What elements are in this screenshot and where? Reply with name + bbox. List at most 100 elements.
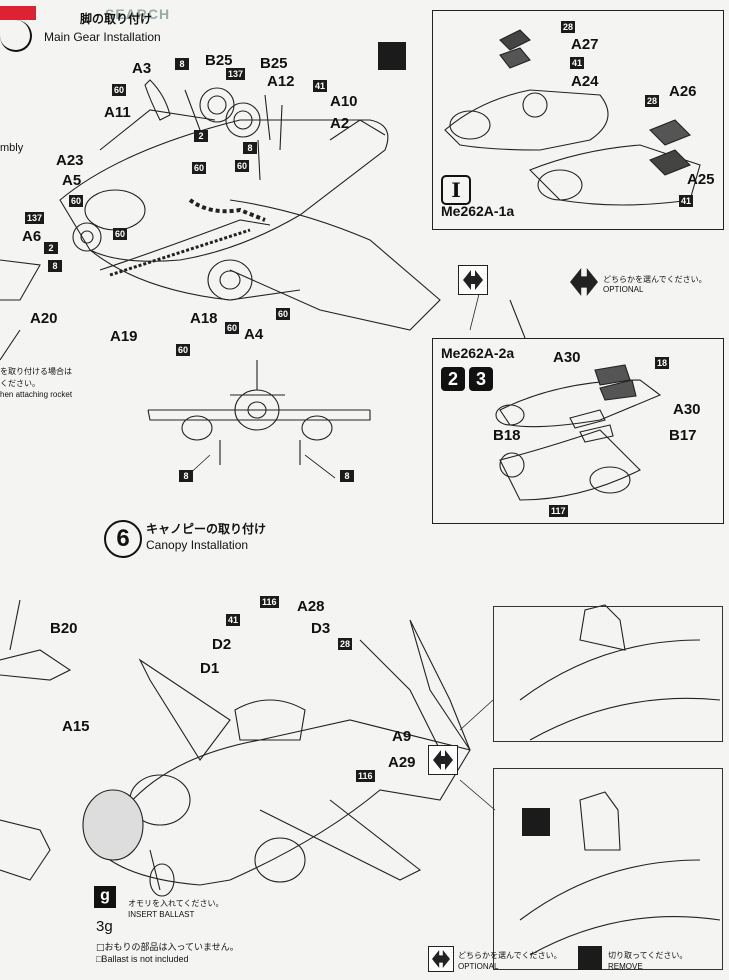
part-num-tag: 116	[260, 596, 279, 608]
part-num-tag: 137	[226, 68, 246, 80]
part-label-a29: A29	[388, 754, 416, 771]
variant-panel-a1a: 28 A27 41 A24 A26 28 A25 41 Ⅰ Me262A-1a	[432, 10, 724, 230]
canopy-detail-closed	[493, 768, 723, 970]
step6-title-en: Canopy Installation	[146, 538, 249, 552]
assembly-fragment: mbly	[0, 142, 24, 154]
part-label-b25-left: B25	[205, 52, 233, 69]
part-label-b20: B20	[50, 620, 78, 637]
ballast-jp: オモリを入れてください。	[128, 899, 224, 908]
part-label-a6: A6	[22, 228, 42, 245]
part-label-a10: A10	[330, 93, 358, 110]
rocket-note-line2: ください。	[0, 379, 40, 388]
part-label-a28: A28	[297, 598, 325, 615]
part-num-tag: 117	[549, 505, 568, 517]
optional-select-icon	[458, 265, 488, 295]
part-label-d1: D1	[200, 660, 220, 677]
part-num-tag: 60	[276, 308, 291, 320]
part-num-tag: 28	[338, 638, 353, 650]
watermark-text: SEARCH	[105, 6, 171, 22]
part-label-a2: A2	[330, 115, 350, 132]
variant-panel-a2a: Me262A-2a 2 3 A30 18 A30 B18 B17 117	[432, 338, 724, 524]
rocket-note-line1: を取り付ける場合は	[0, 367, 72, 376]
variant-numeral-badge-3: 3	[469, 367, 493, 391]
ballast-weight: 3g	[96, 918, 113, 935]
legend-optional-jp: どちらかを選んでください。	[458, 951, 562, 960]
part-num-tag: 8	[175, 58, 189, 70]
part-num-tag: 60	[113, 228, 128, 240]
part-label-a18: A18	[190, 310, 218, 327]
step6-number: 6	[104, 520, 142, 558]
step6-title-jp: キャノピーの取り付け	[146, 522, 267, 536]
part-label-a27: A27	[571, 36, 599, 53]
part-label-a12: A12	[267, 73, 295, 90]
arrows-icon	[432, 950, 450, 968]
variant-name-a2a: Me262A-2a	[441, 345, 515, 361]
optional-legend-icon	[428, 946, 454, 972]
part-label-b17: B17	[669, 427, 697, 444]
part-label-a23: A23	[56, 152, 84, 169]
legend-remove-jp: 切り取ってください。	[608, 951, 688, 960]
part-num-tag: 60	[225, 322, 240, 334]
part-num-tag: 60	[69, 195, 84, 207]
weight-icon: g	[94, 886, 116, 908]
part-label-a25: A25	[687, 171, 715, 188]
part-num-tag: 60	[235, 160, 250, 172]
part-label-a9: A9	[392, 728, 412, 745]
part-num-tag: 28	[561, 21, 576, 33]
ballast-en: INSERT BALLAST	[128, 910, 195, 919]
part-num-tag: 60	[112, 84, 127, 96]
rocket-note-line3: hen attaching rocket	[0, 390, 73, 399]
part-num-tag: 41	[679, 195, 694, 207]
arrows-icon	[463, 270, 483, 290]
part-label-a3: A3	[132, 60, 152, 77]
part-label-a4: A4	[244, 326, 264, 343]
legend-remove-en: REMOVE	[608, 962, 643, 971]
part-num-tag: 60	[192, 162, 207, 174]
remove-icon	[378, 42, 406, 70]
part-num-tag: 18	[655, 357, 670, 369]
optional-mid-jp: どちらかを選んでください。	[603, 275, 707, 284]
ballast-note-jp: □おもりの部品は入っていません。	[96, 943, 239, 953]
part-label-d3: D3	[311, 620, 331, 637]
part-num-tag: 28	[645, 95, 660, 107]
part-label-a15: A15	[62, 718, 90, 735]
part-label-b18: B18	[493, 427, 521, 444]
variant-numeral-badge: Ⅰ	[441, 175, 471, 205]
part-label-a20: A20	[30, 310, 58, 327]
part-num-tag: 41	[226, 614, 241, 626]
part-num-tag: 41	[570, 57, 585, 69]
step5-title-en: Main Gear Installation	[44, 30, 161, 44]
optional-select-icon-canopy	[428, 745, 458, 775]
canopy-detail-open	[493, 606, 723, 742]
ballast-note-en: □Ballast is not included	[96, 954, 189, 964]
legend-optional-en: OPTIONAL	[458, 962, 499, 971]
remove-legend-icon	[578, 946, 602, 970]
part-label-a24: A24	[571, 73, 599, 90]
step5-circle-icon	[0, 20, 32, 52]
arrows-icon	[433, 750, 453, 770]
optional-mid-en: OPTIONAL	[603, 285, 644, 294]
variant-name-a1a: Me262A-1a	[441, 203, 515, 219]
part-label-a5: A5	[62, 172, 82, 189]
watermark-logo	[0, 6, 36, 20]
part-label-a19: A19	[110, 328, 138, 345]
part-label-a30-right: A30	[673, 401, 701, 418]
part-num-tag: 8	[179, 470, 193, 482]
part-num-tag: 8	[340, 470, 354, 482]
part-num-tag: 41	[313, 80, 328, 92]
variant-numeral-badge-2: 2	[441, 367, 465, 391]
remove-icon-canopy	[522, 808, 550, 836]
part-label-b25-right: B25	[260, 55, 288, 72]
part-num-tag: 116	[356, 770, 375, 782]
part-label-a11: A11	[104, 104, 131, 121]
part-num-tag: 8	[243, 142, 257, 154]
part-num-tag: 60	[176, 344, 191, 356]
step5-title-jp: 脚の取り付け	[80, 12, 153, 26]
part-label-a26: A26	[669, 83, 697, 100]
part-label-d2: D2	[212, 636, 232, 653]
part-num-tag: 2	[194, 130, 208, 142]
part-num-tag: 2	[44, 242, 58, 254]
part-label-a30-top: A30	[553, 349, 581, 366]
part-num-tag: 8	[48, 260, 62, 272]
